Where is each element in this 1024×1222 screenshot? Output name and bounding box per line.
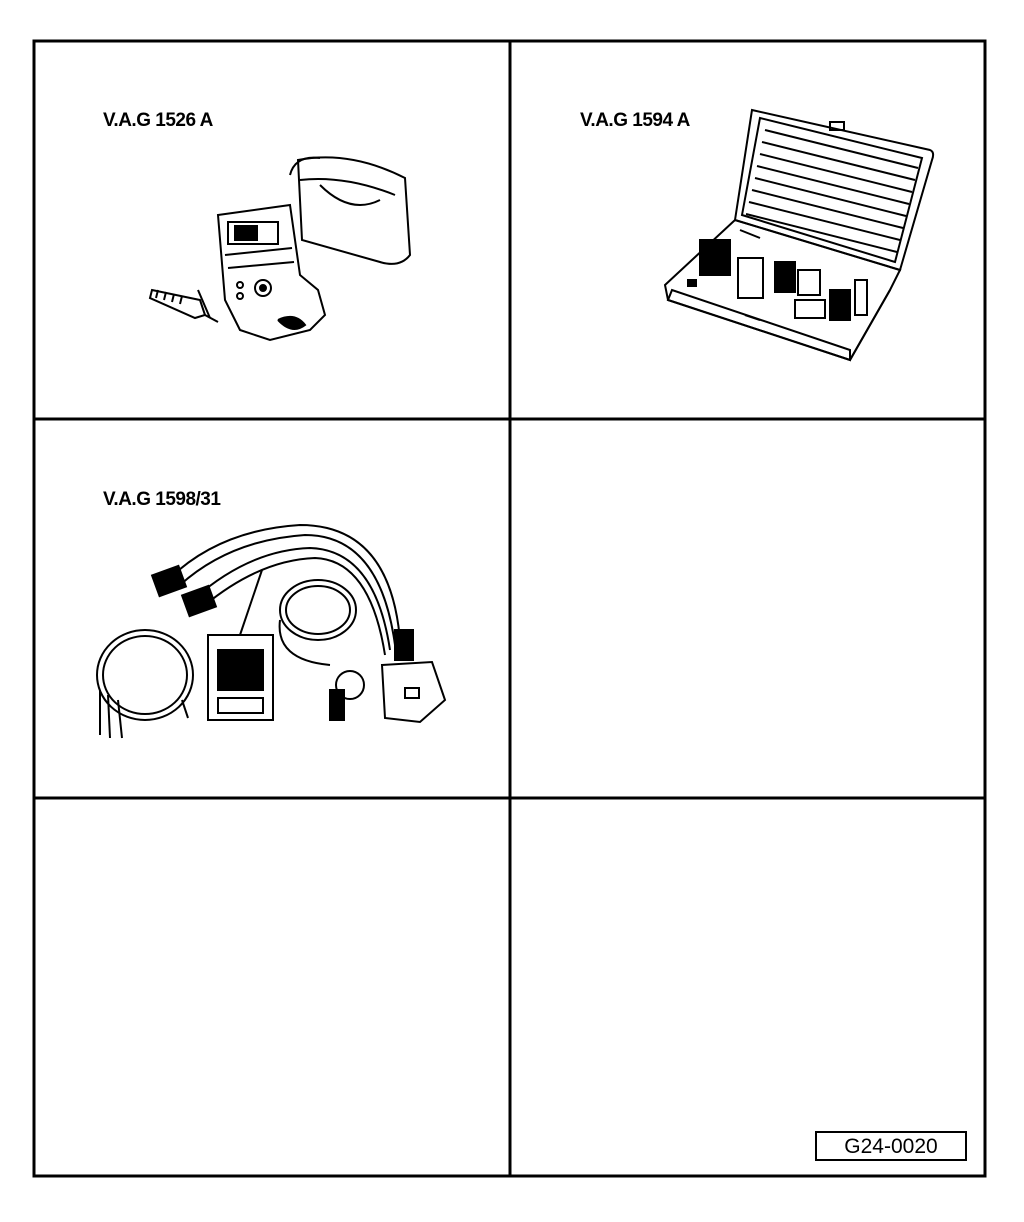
tool-label-vag-1526a: V.A.G 1526 A bbox=[103, 110, 213, 131]
tool-label-vag-1594a: V.A.G 1594 A bbox=[580, 110, 690, 131]
figure-code: G24-0020 bbox=[815, 1131, 967, 1161]
tool-label-vag-1598-31: V.A.G 1598/31 bbox=[103, 489, 221, 510]
